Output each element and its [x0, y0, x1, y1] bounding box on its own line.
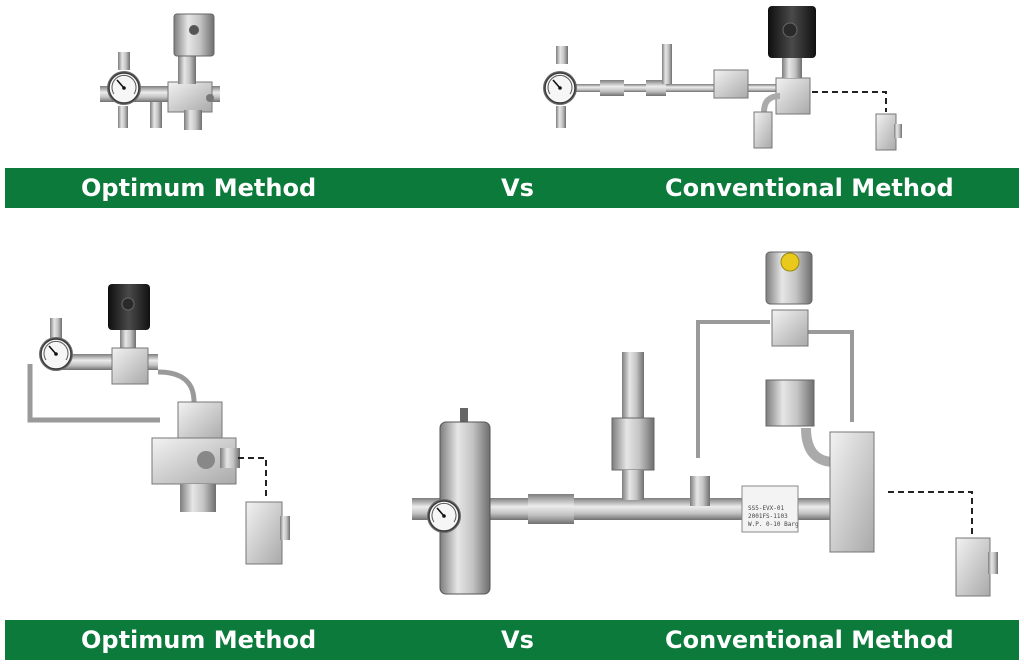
limit-switch-icon [875, 113, 902, 151]
equipment-illustration-bottom: SS5-EVX-01 2001FS-1103 W.P. 0-10 Barg [27, 251, 998, 597]
optimum-method-label: Optimum Method [81, 626, 317, 654]
pressure-gauge-icon [38, 318, 74, 372]
ball-valve-icon: SS5-EVX-01 2001FS-1103 W.P. 0-10 Barg [741, 485, 799, 533]
solenoid-valve-icon [108, 284, 150, 330]
equipment-illustration-top [100, 6, 902, 151]
optimum-assembly-top [100, 13, 220, 130]
regulator-tag-line-3: W.P. 0-10 Barg [748, 521, 799, 528]
pressure-gauge-icon [542, 46, 578, 106]
comparison-row-bottom: SS5-EVX-01 2001FS-1103 W.P. 0-10 Barg Op… [0, 212, 1024, 664]
solenoid-valve-icon [768, 6, 816, 58]
conventional-method-label: Conventional Method [665, 626, 954, 654]
regulator-tag-line-1: SS5-EVX-01 [748, 505, 785, 512]
comparison-banner: Optimum Method Vs Conventional Method [5, 168, 1019, 208]
limit-switch-icon [245, 501, 290, 565]
pressure-gauge-icon [106, 52, 142, 106]
pressure-regulator-icon [611, 352, 655, 500]
regulator-tag-line-2: 2001FS-1103 [748, 513, 788, 520]
optimum-method-label: Optimum Method [81, 174, 317, 202]
comparison-row-top: Optimum Method Vs Conventional Method [0, 0, 1024, 212]
solenoid-valve-icon [173, 13, 215, 57]
optimum-assembly-bottom [27, 284, 290, 565]
versus-label: Vs [501, 626, 534, 654]
solenoid-valve-icon [765, 251, 813, 305]
filter-housing-icon [426, 408, 491, 595]
conventional-assembly-bottom: SS5-EVX-01 2001FS-1103 W.P. 0-10 Barg [412, 251, 998, 597]
conventional-method-label: Conventional Method [665, 174, 954, 202]
comparison-banner: Optimum Method Vs Conventional Method [5, 620, 1019, 660]
versus-label: Vs [501, 174, 534, 202]
conventional-assembly-top [542, 6, 902, 151]
limit-switch-icon [955, 537, 998, 597]
